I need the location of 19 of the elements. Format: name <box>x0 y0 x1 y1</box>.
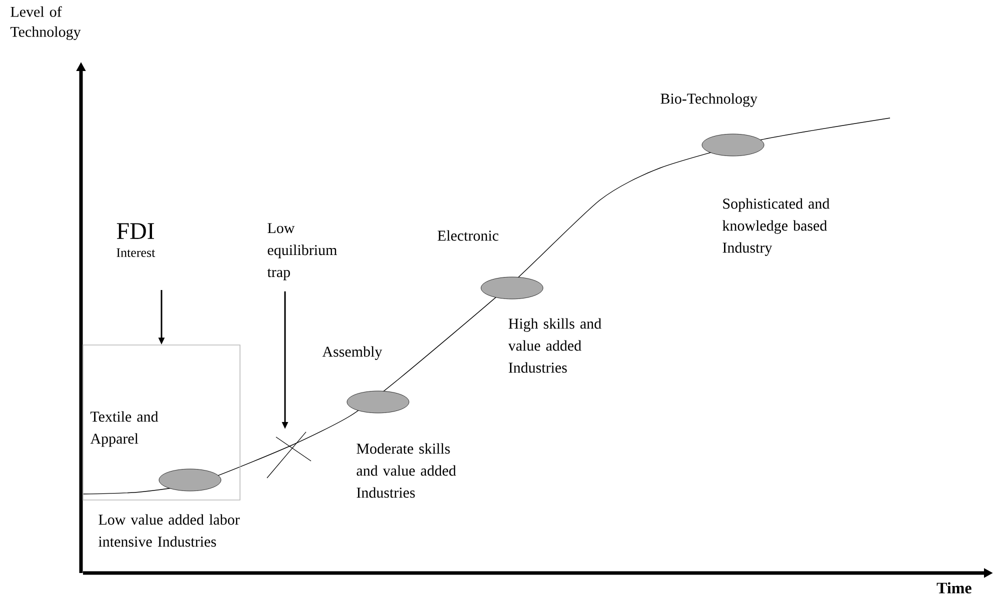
text-label: High skills and value added Industries <box>508 318 602 373</box>
ellipse-marker <box>480 276 544 300</box>
axis-label: Level of Technology <box>10 6 81 40</box>
ellipse-marker <box>346 390 410 414</box>
cross-mark <box>266 432 312 478</box>
text-label: Textile and Apparel <box>90 411 158 447</box>
text-label: Moderate skills and value added Industries <box>356 443 456 498</box>
text-label: Low equilibrium trap <box>267 223 337 280</box>
text-label: Bio-Technology <box>660 93 758 107</box>
text-label: Electronic <box>438 230 498 241</box>
axis-label: Time <box>936 582 972 594</box>
text-label: Sophisticated and knowledge based Industry <box>722 198 830 256</box>
region-box <box>82 344 240 500</box>
ellipse-marker <box>158 468 222 492</box>
heading: FDI <box>116 223 154 239</box>
ellipse-marker <box>702 134 764 156</box>
text-label: Assembly <box>322 346 382 360</box>
text-label: Low value added labor intensive Industries <box>98 514 240 547</box>
text-label: Interest <box>116 248 156 258</box>
